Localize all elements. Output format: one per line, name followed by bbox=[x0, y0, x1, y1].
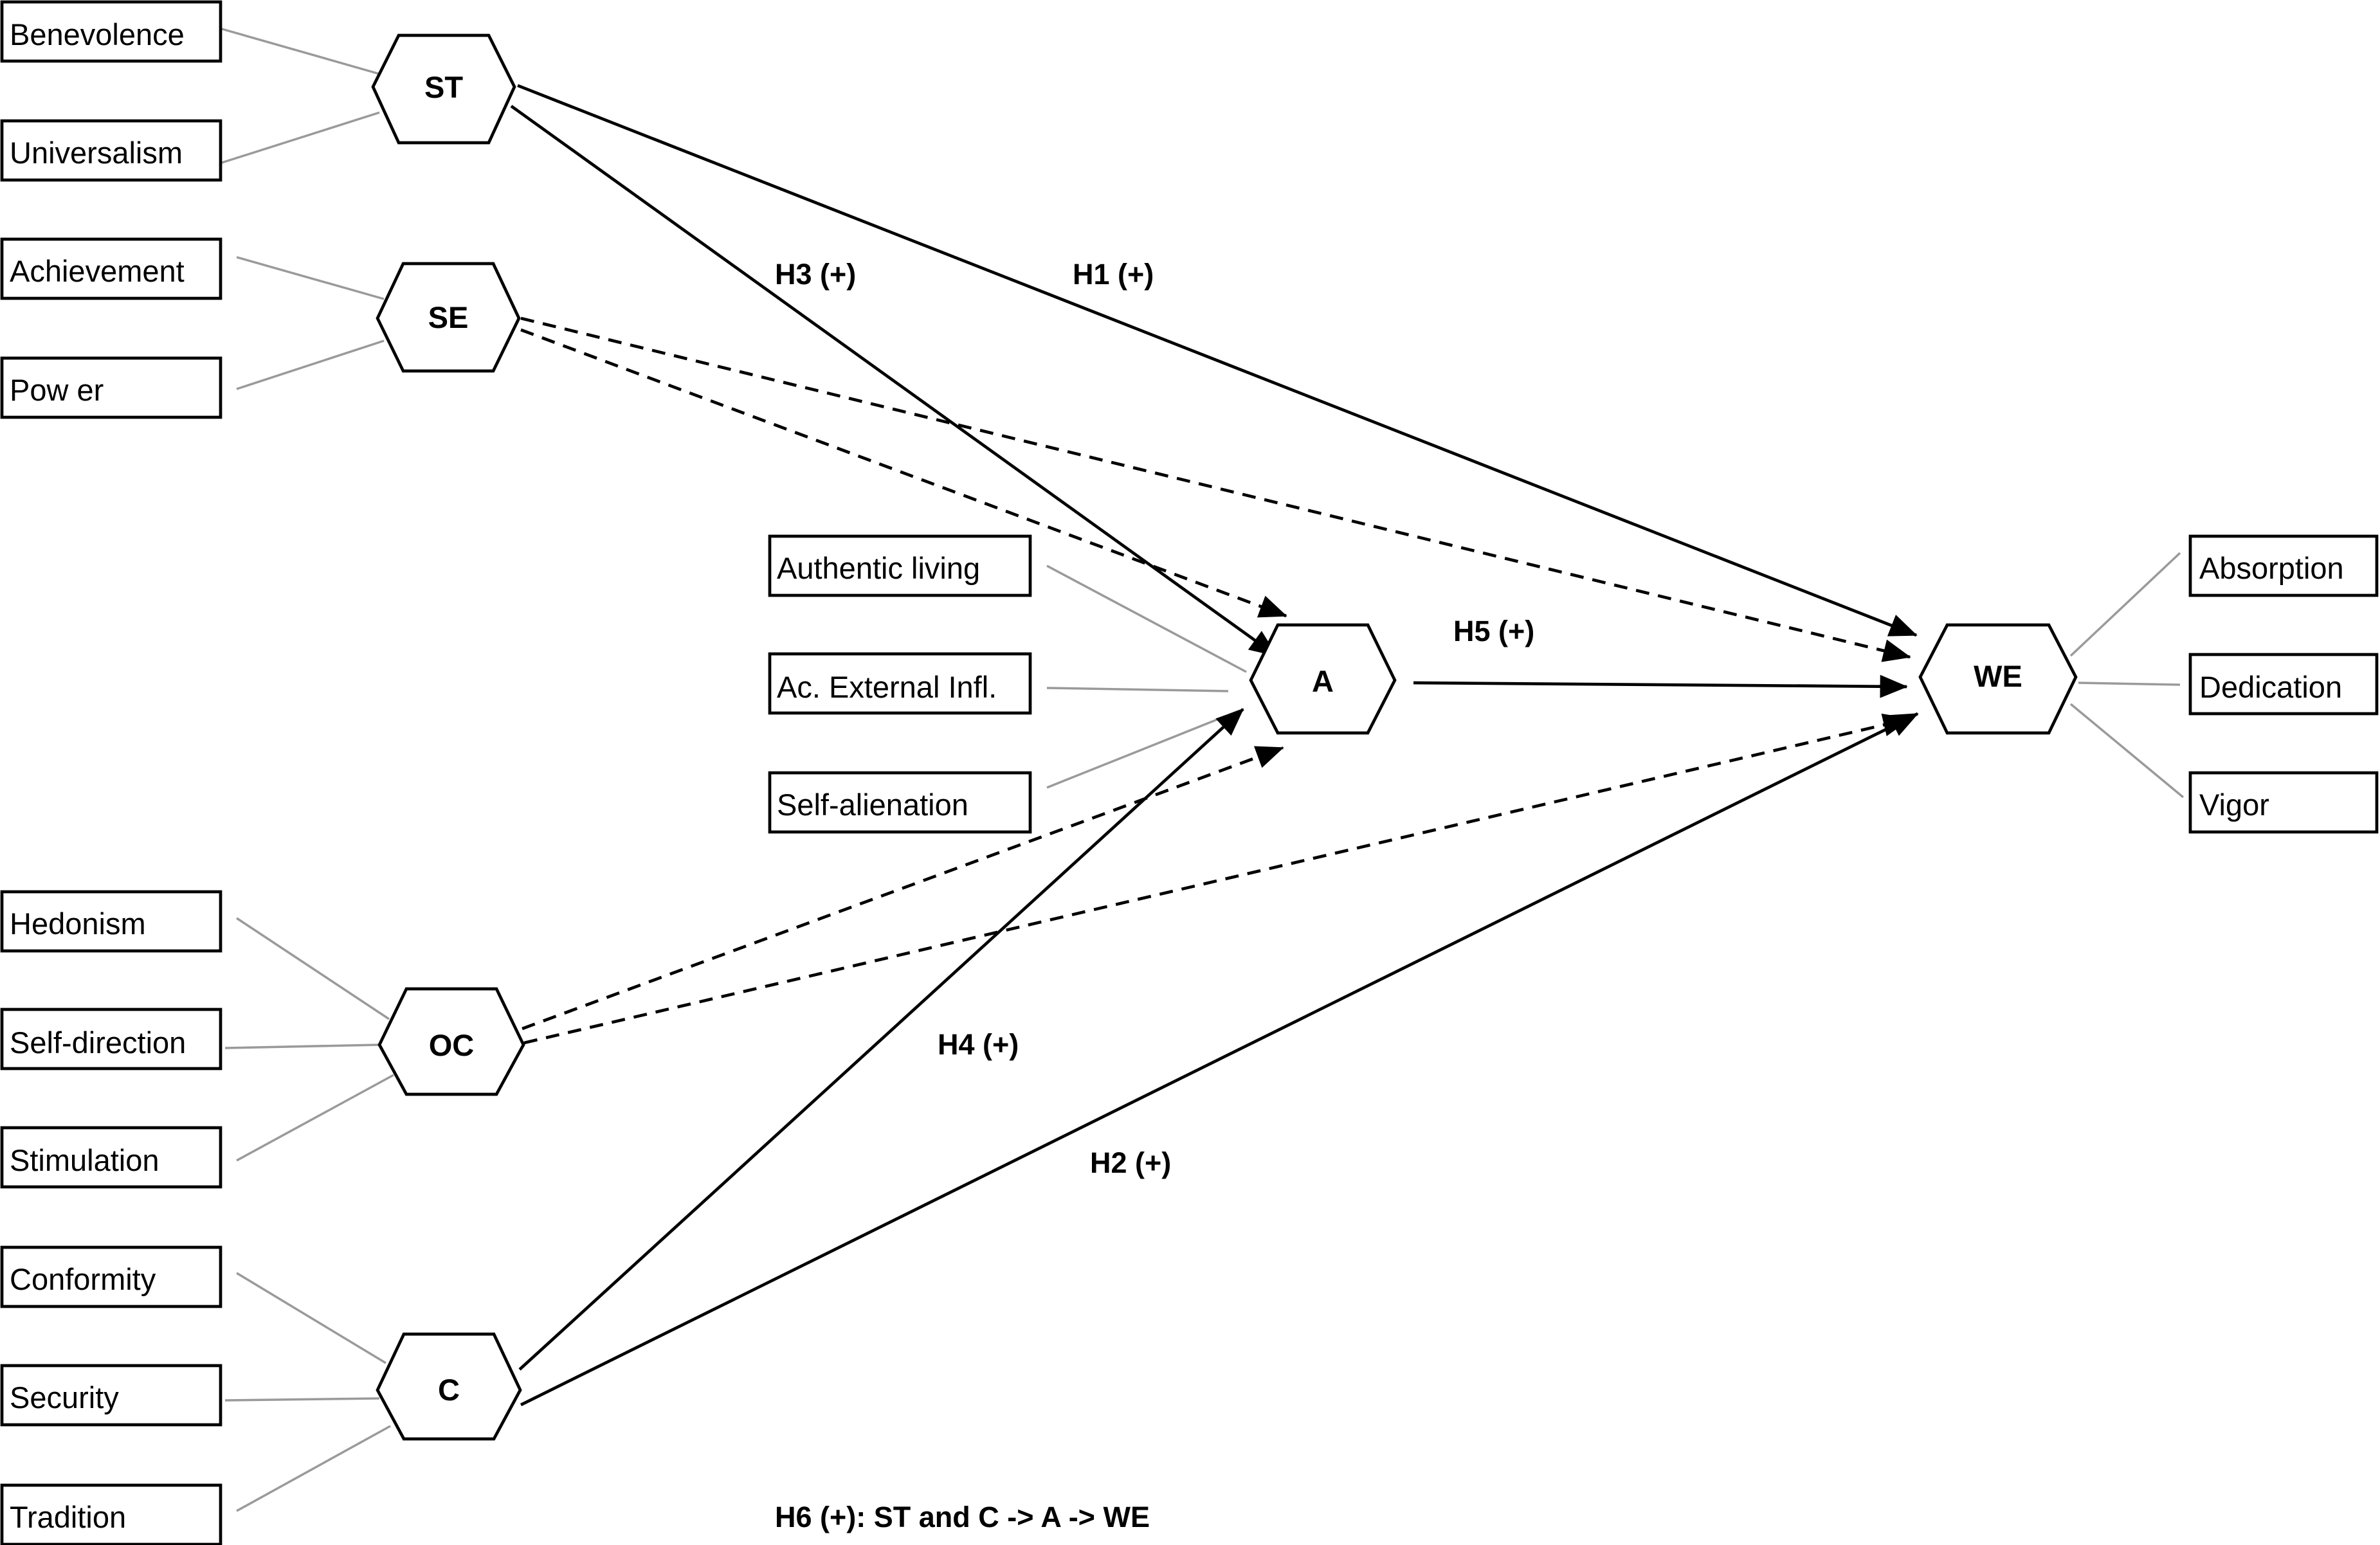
link-security-c bbox=[224, 1397, 380, 1402]
link-authentic-a bbox=[1046, 565, 1247, 673]
indicator-absorption: Absorption bbox=[2188, 534, 2379, 597]
construct-we-label: WE bbox=[1974, 659, 2022, 693]
construct-a-label: A bbox=[1312, 664, 1334, 698]
path-c-we bbox=[520, 712, 1919, 1407]
construct-hexagons: ST SE OC C A WE bbox=[371, 33, 2078, 1441]
indicator-universalism: Universalism bbox=[0, 119, 223, 182]
indicator-conformity: Conformity bbox=[0, 1245, 223, 1308]
hypothesis-h1-label: H1 (+) bbox=[1073, 258, 1154, 291]
indicator-vigor: Vigor bbox=[2188, 771, 2379, 834]
construct-a: A bbox=[1249, 623, 1397, 735]
indicator-security-label: Security bbox=[10, 1380, 119, 1414]
link-stimulation-oc bbox=[236, 1074, 394, 1162]
indicator-achievement-label: Achievement bbox=[10, 254, 185, 288]
indicator-stimulation: Stimulation bbox=[0, 1126, 223, 1189]
hypothesis-h6-label: H6 (+): ST and C -> A -> WE bbox=[775, 1501, 1150, 1533]
path-c-a bbox=[518, 708, 1244, 1371]
construct-oc: OC bbox=[377, 987, 525, 1096]
indicator-ac-external-infl-label: Ac. External Infl. bbox=[777, 670, 997, 704]
indicator-tradition-label: Tradition bbox=[10, 1500, 126, 1534]
indicator-links bbox=[221, 28, 2185, 1512]
indicator-self-alienation-label: Self-alienation bbox=[777, 788, 968, 822]
indicator-tradition: Tradition bbox=[0, 1483, 223, 1545]
indicator-universalism-label: Universalism bbox=[10, 136, 183, 170]
path-st-a bbox=[510, 105, 1278, 657]
link-benevolence-st bbox=[221, 28, 380, 75]
link-achievement-se bbox=[236, 256, 385, 300]
construct-c-label: C bbox=[438, 1373, 460, 1407]
link-conformity-c bbox=[236, 1272, 386, 1364]
indicator-stimulation-label: Stimulation bbox=[10, 1143, 159, 1177]
hypothesis-h5-label: H5 (+) bbox=[1453, 615, 1534, 647]
path-se-we bbox=[520, 316, 1911, 662]
hypothesis-h4-label: H4 (+) bbox=[938, 1028, 1019, 1061]
hypothesis-h2-label: H2 (+) bbox=[1090, 1146, 1171, 1179]
construct-we: WE bbox=[1918, 623, 2078, 735]
path-oc-a bbox=[522, 746, 1284, 1031]
indicator-benevolence: Benevolence bbox=[0, 0, 223, 63]
path-a-we bbox=[1413, 674, 1908, 698]
indicator-dedication-label: Dedication bbox=[2199, 670, 2342, 704]
construct-oc-label: OC bbox=[429, 1028, 475, 1062]
link-universalism-st bbox=[221, 111, 380, 164]
construct-c: C bbox=[376, 1332, 522, 1441]
indicator-hedonism-label: Hedonism bbox=[10, 907, 146, 941]
structural-paths bbox=[510, 84, 1919, 1407]
path-st-we bbox=[517, 84, 1918, 637]
path-se-a bbox=[520, 328, 1287, 618]
hypothesis-h3-label: H3 (+) bbox=[775, 258, 856, 291]
link-we-absorption bbox=[2069, 552, 2181, 657]
indicator-self-direction: Self-direction bbox=[0, 1007, 223, 1071]
indicator-security: Security bbox=[0, 1364, 223, 1427]
link-tradition-c bbox=[236, 1425, 391, 1512]
indicator-conformity-label: Conformity bbox=[10, 1262, 156, 1296]
link-power-se bbox=[236, 339, 385, 390]
link-hedonism-oc bbox=[236, 917, 390, 1020]
indicator-ac-external-infl: Ac. External Infl. bbox=[768, 652, 1032, 715]
indicator-achievement: Achievement bbox=[0, 237, 223, 300]
indicator-power: Pow er bbox=[0, 356, 223, 419]
construct-se-label: SE bbox=[428, 300, 469, 334]
link-selfdirection-oc bbox=[224, 1044, 380, 1049]
indicator-authentic-living: Authentic living bbox=[768, 534, 1032, 597]
path-oc-we bbox=[523, 713, 1911, 1045]
hypothesis-labels: H3 (+) H1 (+) H5 (+) H4 (+) H2 (+) H6 (+… bbox=[775, 258, 1534, 1533]
construct-se: SE bbox=[376, 262, 521, 373]
link-we-dedication bbox=[2078, 682, 2181, 686]
indicator-hedonism: Hedonism bbox=[0, 890, 223, 953]
link-selfalien-a bbox=[1046, 709, 1240, 789]
indicator-self-alienation: Self-alienation bbox=[768, 771, 1032, 834]
construct-st: ST bbox=[371, 33, 516, 145]
link-we-vigor bbox=[2069, 703, 2185, 799]
indicator-absorption-label: Absorption bbox=[2199, 551, 2344, 585]
indicator-authentic-living-label: Authentic living bbox=[777, 551, 980, 585]
construct-st-label: ST bbox=[424, 70, 463, 104]
indicator-benevolence-label: Benevolence bbox=[10, 17, 185, 51]
indicator-self-direction-label: Self-direction bbox=[10, 1025, 186, 1060]
indicator-vigor-label: Vigor bbox=[2199, 788, 2269, 822]
indicator-dedication: Dedication bbox=[2188, 653, 2379, 716]
link-acext-a bbox=[1046, 687, 1229, 692]
indicator-power-label: Pow er bbox=[10, 373, 104, 407]
